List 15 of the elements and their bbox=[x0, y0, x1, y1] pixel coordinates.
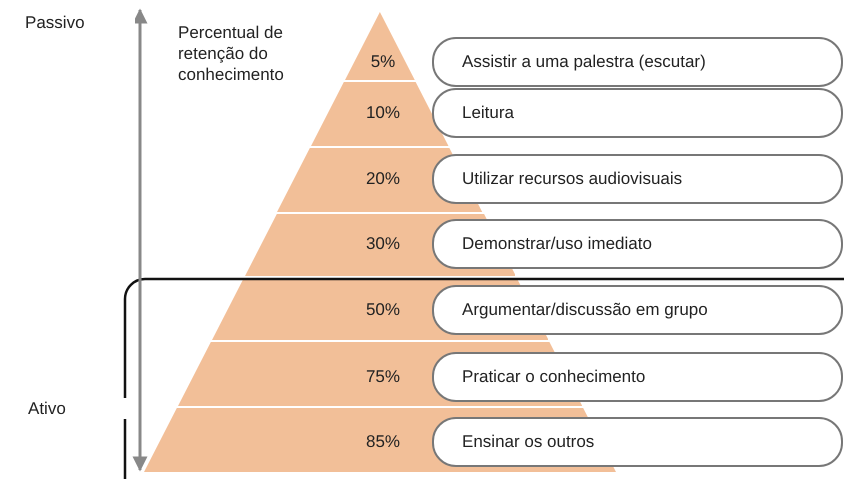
percentage-label: 50% bbox=[366, 300, 400, 320]
activity-box: Ensinar os outros bbox=[432, 417, 843, 467]
activity-box: Argumentar/discussão em grupo bbox=[432, 285, 843, 335]
percentage-label: 10% bbox=[366, 103, 400, 123]
percentage-label: 20% bbox=[366, 169, 400, 189]
activity-box: Demonstrar/uso imediato bbox=[432, 219, 843, 269]
activity-box: Assistir a uma palestra (escutar) bbox=[432, 37, 843, 87]
activity-box: Leitura bbox=[432, 88, 843, 138]
activity-box: Utilizar recursos audiovisuais bbox=[432, 154, 843, 204]
percentage-label: 30% bbox=[366, 234, 400, 254]
percentage-label: 85% bbox=[366, 432, 400, 452]
percentage-label: 75% bbox=[366, 367, 400, 387]
activity-box: Praticar o conhecimento bbox=[432, 352, 843, 402]
scale-label: Ativo bbox=[28, 398, 128, 419]
percentage-label: 5% bbox=[370, 52, 396, 72]
